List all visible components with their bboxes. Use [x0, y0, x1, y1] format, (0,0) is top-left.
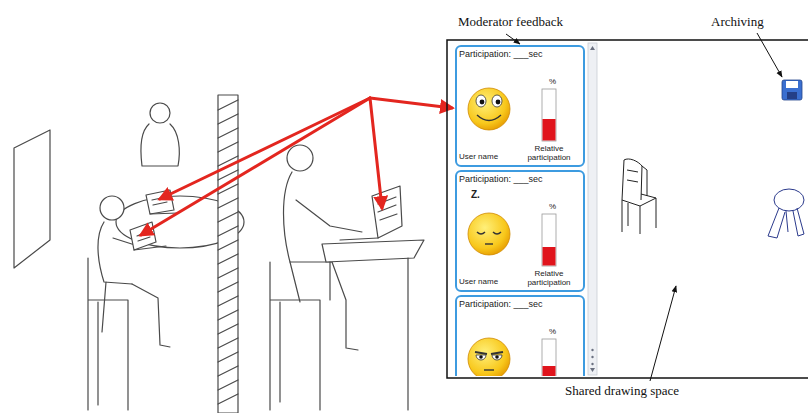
sleep-mark: Z. — [471, 189, 480, 201]
participation-time: Participation: ___sec — [459, 49, 543, 59]
wall-screen — [14, 130, 50, 268]
sleepy-face — [468, 213, 510, 255]
room-divider — [218, 95, 238, 413]
user-name: User name — [459, 152, 498, 161]
participation-time: Participation: ___sec — [459, 299, 543, 309]
meeting-sketch — [14, 95, 424, 413]
bar-caption: Relative participation — [519, 269, 579, 287]
participation-time: Participation: ___sec — [459, 174, 543, 184]
user-card: Participation: ___sec% — [455, 295, 585, 376]
remote-person — [270, 145, 424, 410]
save-icon — [782, 80, 802, 100]
bar-caption: Relative participation — [519, 144, 579, 162]
user-name: User name — [459, 277, 498, 286]
participation-bar — [542, 214, 556, 266]
participation-bar — [542, 89, 556, 141]
scrollbar — [588, 43, 597, 375]
feedback-list: Participation: ___sec% Relative participa… — [452, 42, 587, 376]
stool-sketch — [768, 189, 804, 238]
happy-face — [468, 88, 510, 130]
callout-label: Shared drawing space — [565, 383, 679, 399]
participation-widgets — [468, 88, 556, 376]
sceptical-face — [468, 338, 510, 376]
callout-label: Moderator feedback — [458, 14, 563, 30]
callout-label: Archiving — [711, 14, 764, 30]
percent-label: % — [549, 327, 556, 336]
screenshot-panel — [447, 40, 808, 378]
leader-arrows — [506, 33, 782, 381]
participation-bar — [542, 339, 556, 376]
front-person — [88, 196, 170, 410]
user-card: Participation: ___secZ.% Relative partici… — [455, 170, 585, 292]
user-card: Participation: ___sec% Relative participa… — [455, 45, 585, 167]
percent-label: % — [549, 77, 556, 86]
feedback-arrows — [141, 98, 452, 235]
chair-sketch — [622, 159, 656, 234]
percent-label: % — [549, 202, 556, 211]
